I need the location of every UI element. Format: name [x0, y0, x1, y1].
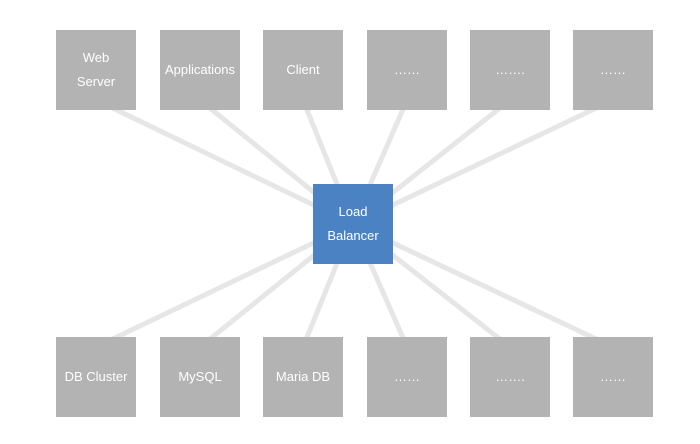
connector-bottom-1 [93, 221, 356, 350]
bottom-node-mysql: MySQL [160, 337, 240, 417]
bottom-node-db-cluster: DB Cluster [56, 337, 136, 417]
top-node-label: ……. [495, 62, 525, 77]
top-node-placeholder-1: …… [367, 30, 447, 110]
top-node-label: …… [394, 62, 420, 77]
bottom-node-label: …… [394, 369, 420, 384]
top-node-client: Client [263, 30, 343, 110]
bottom-node-maria-db: Maria DB [263, 337, 343, 417]
bottom-node-label: ……. [495, 369, 525, 384]
bottom-node-label: …… [600, 369, 626, 384]
connector-bottom-6 [350, 221, 616, 350]
top-node-placeholder-3: …… [573, 30, 653, 110]
bottom-node-placeholder-1: …… [367, 337, 447, 417]
top-node-label: Web Server [76, 50, 116, 89]
load-balancer-node: Load Balancer [313, 184, 393, 264]
top-node-label: Client [286, 62, 320, 77]
load-balancer-label: Load Balancer [327, 204, 379, 243]
bottom-node-label: Maria DB [275, 369, 331, 384]
connector-top-1 [93, 97, 356, 227]
bottom-node-label: DB Cluster [64, 369, 128, 384]
top-node-label: Applications [164, 62, 236, 77]
bottom-node-placeholder-2: ……. [470, 337, 550, 417]
top-node-web-server: Web Server [56, 30, 136, 110]
bottom-node-placeholder-3: …… [573, 337, 653, 417]
bottom-node-label: MySQL [178, 369, 222, 384]
top-node-placeholder-2: ……. [470, 30, 550, 110]
top-node-label: …… [600, 62, 626, 77]
top-node-applications: Applications [160, 30, 240, 110]
connector-top-6 [350, 97, 616, 227]
